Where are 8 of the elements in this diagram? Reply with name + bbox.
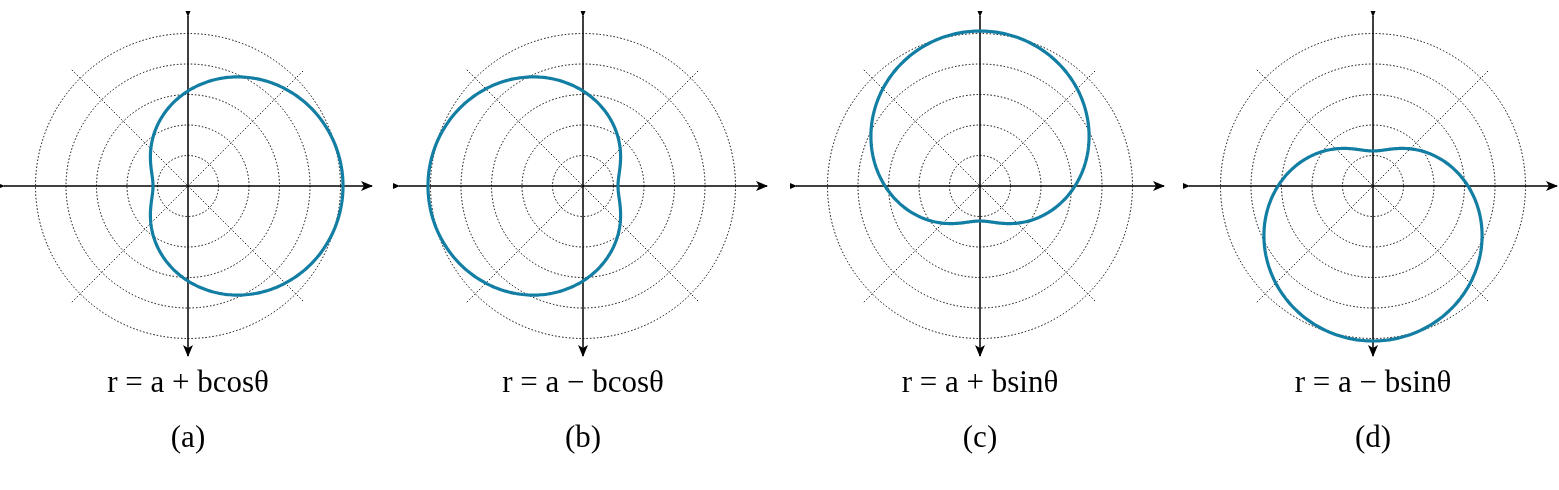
panel-label: (a) (170, 420, 206, 455)
equation-label: r = a + bcosθ (107, 365, 269, 400)
equation-label: r = a − bsinθ (1294, 365, 1452, 400)
equation-label: r = a − bcosθ (502, 365, 664, 400)
panel-label: (c) (962, 420, 998, 455)
equation-label: r = a + bsinθ (901, 365, 1059, 400)
panel-label: (b) (564, 420, 602, 455)
panel-label: (d) (1354, 420, 1392, 455)
